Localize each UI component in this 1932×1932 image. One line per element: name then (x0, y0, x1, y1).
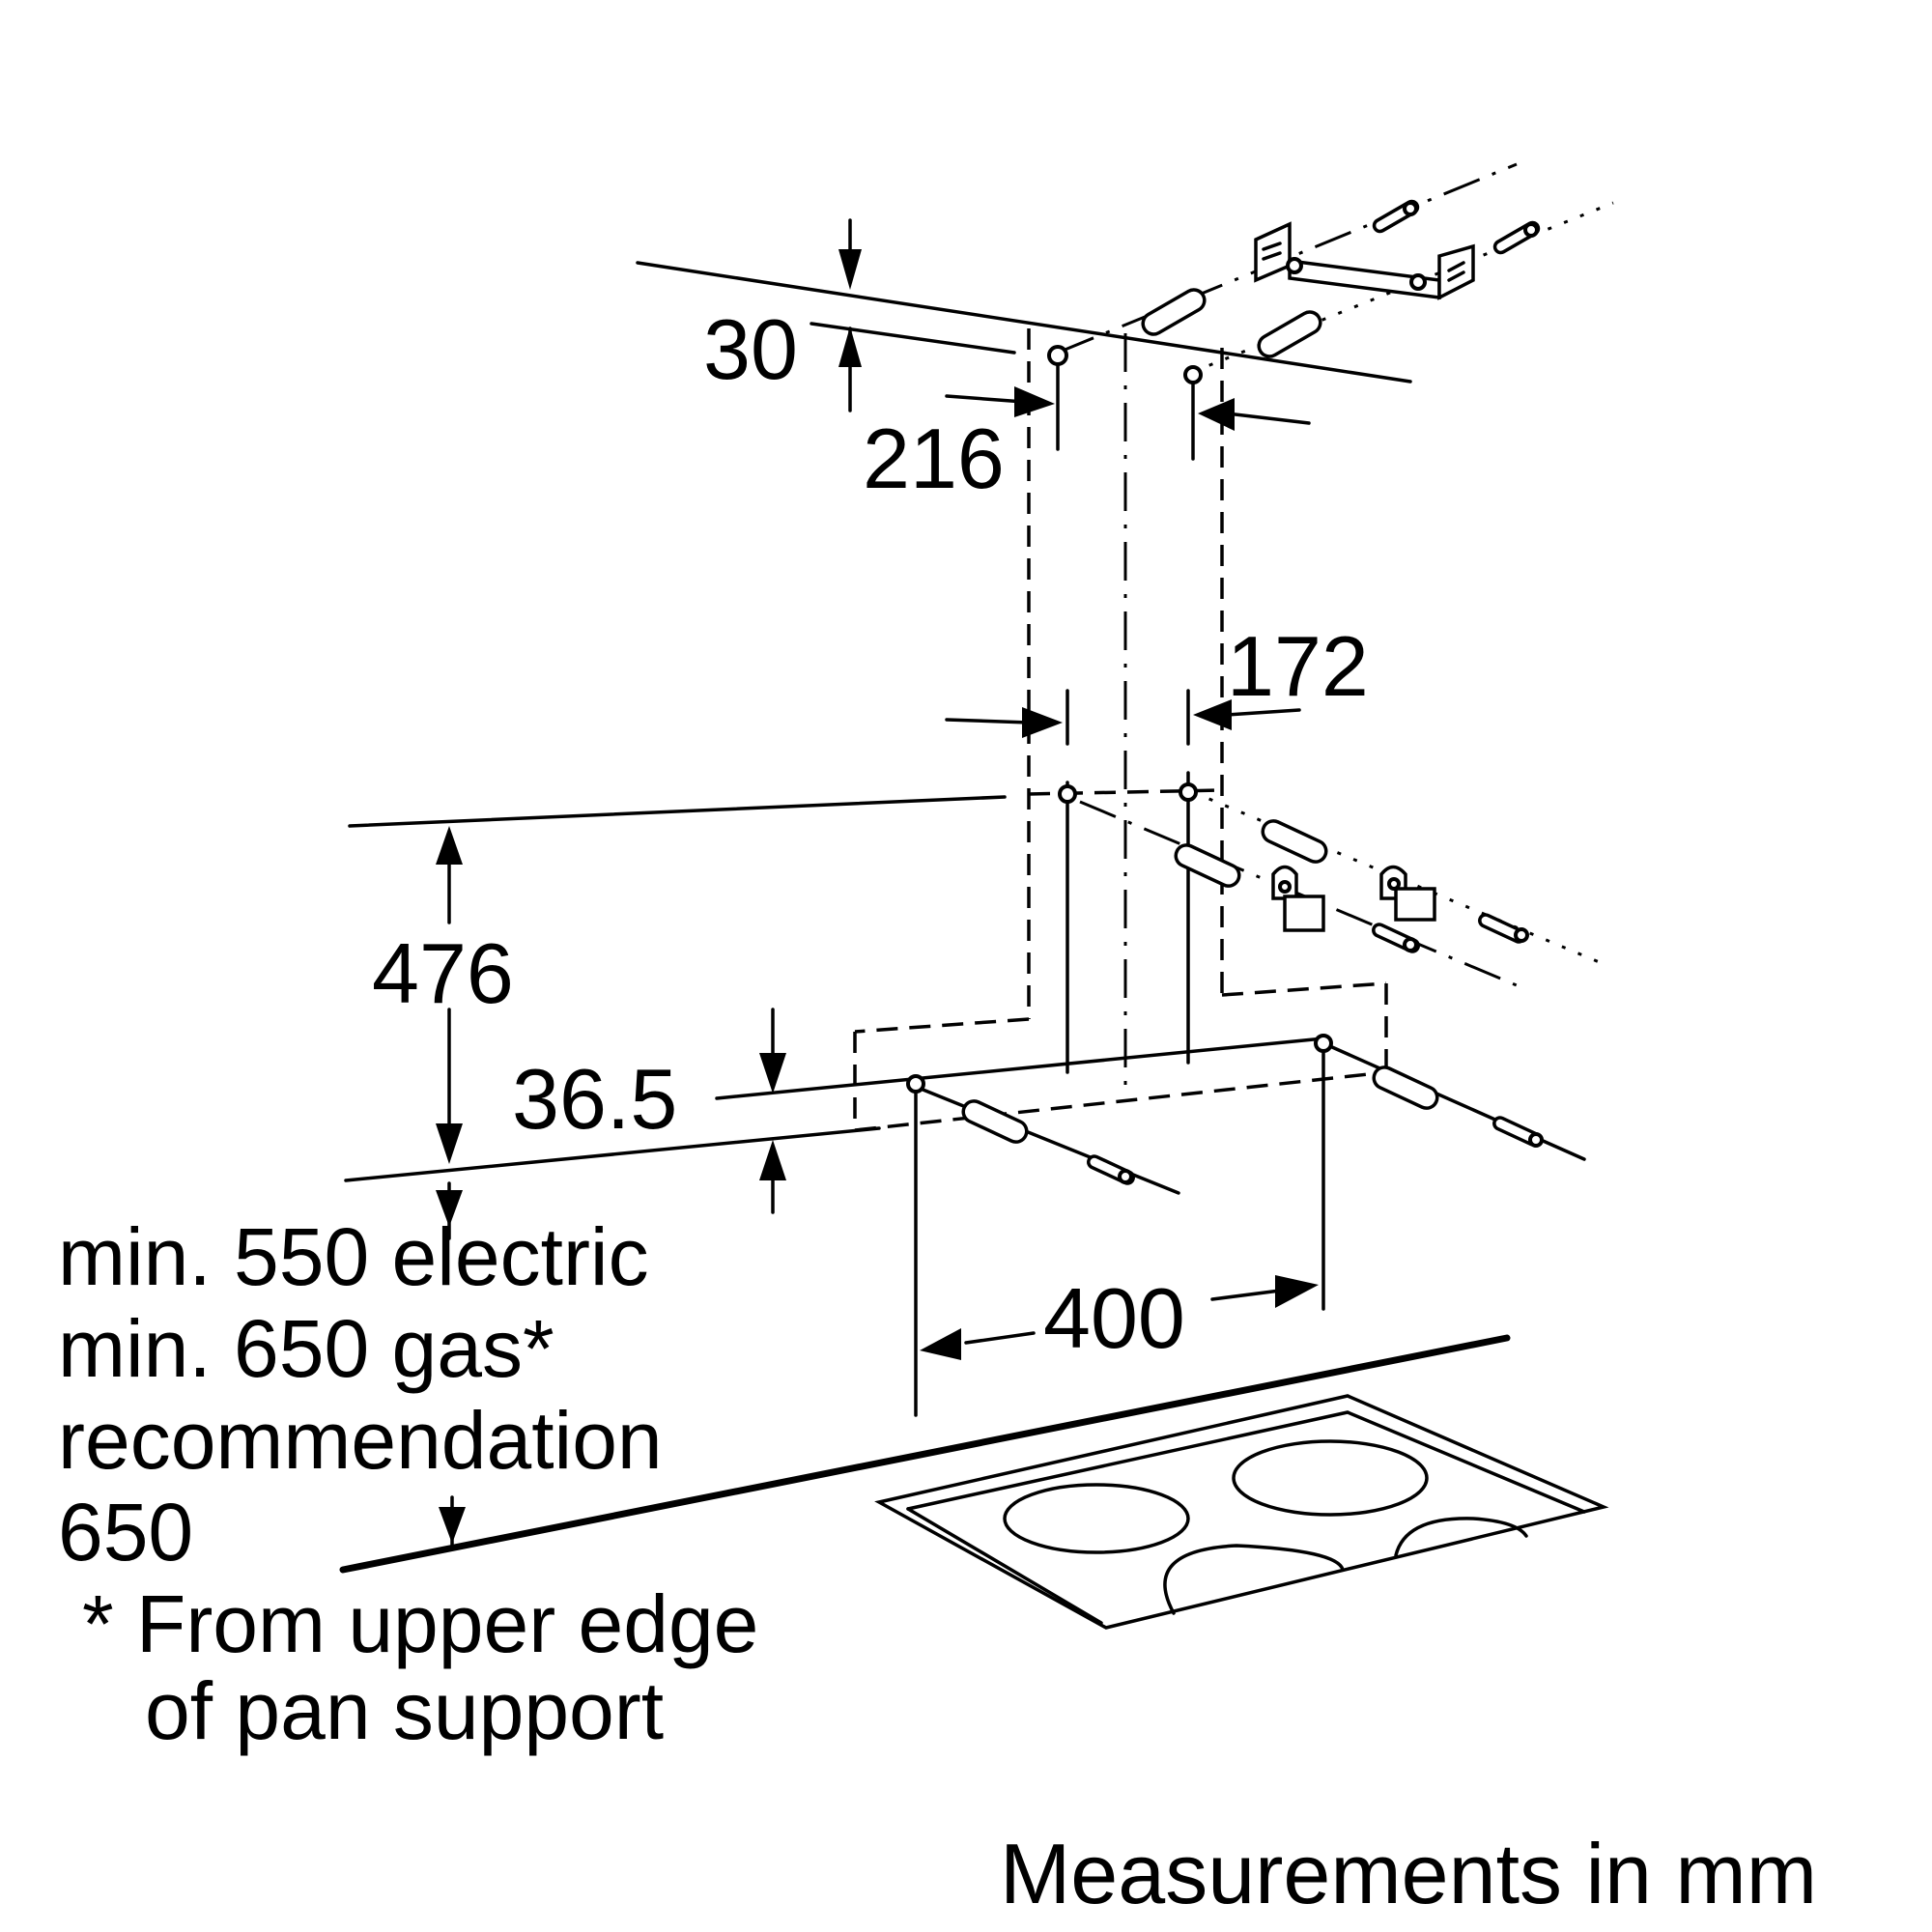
ceiling-lines (636, 261, 1412, 384)
note-min-gas: min. 650 gas* (58, 1303, 554, 1394)
note-min-electric: min. 550 electric (58, 1211, 649, 1302)
footnote-line-1: * From upper edge (82, 1578, 758, 1669)
dim-30-label: 30 (703, 301, 798, 397)
dimension-172 (945, 689, 1301, 746)
hook-bracket-icons (1271, 865, 1436, 932)
fixing-holes (906, 345, 1333, 1094)
note-recommendation: recommendation (58, 1395, 663, 1486)
top-bracket-icon (1254, 221, 1475, 300)
worktop-and-hob (339, 1334, 1609, 1630)
dimension-476 (348, 795, 1007, 1164)
min-height-arrow (436, 1181, 466, 1548)
chimney-outline (853, 328, 1388, 1132)
footnote-line-2: of pan support (145, 1665, 664, 1756)
dim-216-label: 216 (863, 411, 1005, 506)
hood-bracket-lines (1065, 771, 1190, 1074)
dim-400-label: 400 (1043, 1270, 1185, 1366)
screw-icons (1087, 199, 1544, 1185)
dim-36-5-label: 36.5 (512, 1051, 677, 1147)
dimension-30 (838, 218, 862, 412)
dimension-400 (914, 1041, 1325, 1417)
dowel-icons (961, 288, 1439, 1144)
dim-172-label: 172 (1227, 618, 1369, 714)
measurements-caption: Measurements in mm (1000, 1826, 1817, 1921)
note-recommendation-value: 650 (58, 1487, 193, 1577)
dim-476-label: 476 (372, 925, 514, 1021)
dimension-36-5 (344, 1008, 1325, 1214)
